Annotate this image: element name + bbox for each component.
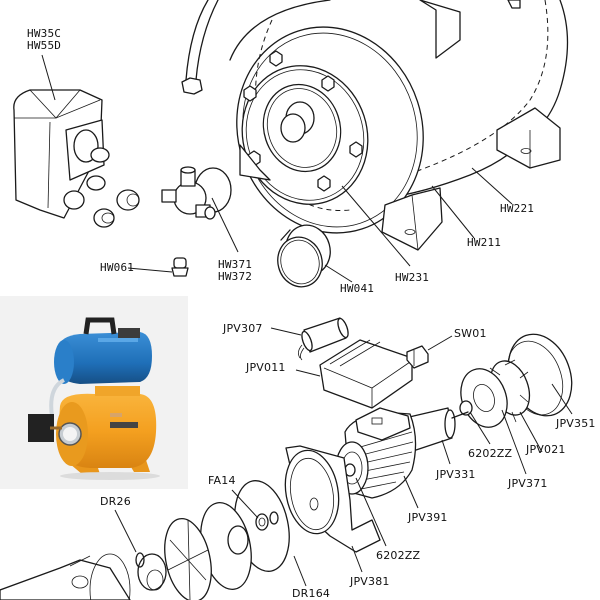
pressure-gauge (277, 224, 331, 288)
label-jpv021: JPV021 (526, 443, 566, 456)
label-dr164: DR164 (292, 587, 331, 600)
label-fa14: FA14 (208, 474, 236, 487)
mechanical-seal (255, 511, 279, 531)
fan-assembly (459, 333, 573, 428)
label-6202zz-front: 6202ZZ (376, 549, 421, 562)
product-photo (0, 296, 188, 489)
motor-bracket (284, 445, 381, 553)
pump-body (0, 553, 131, 600)
label-jpv351: JPV351 (556, 417, 596, 430)
label-dr26: DR26 (100, 495, 131, 508)
label-hw211: HW211 (467, 236, 502, 249)
pump-photo-illustration (0, 296, 188, 489)
label-hw371: HW371 (218, 258, 253, 271)
label-hw221: HW221 (500, 202, 535, 215)
label-jpv307: JPV307 (223, 322, 263, 335)
terminal-box-cover (319, 339, 413, 409)
label-hw372: HW372 (218, 270, 253, 283)
label-hw55d: HW55D (27, 39, 62, 52)
label-jpv381: JPV381 (350, 575, 390, 588)
label-jpv371: JPV371 (508, 477, 548, 490)
label-hw231: HW231 (395, 271, 430, 284)
power-switch (406, 345, 429, 369)
label-hw061: HW061 (100, 261, 135, 274)
leader-lines (41, 54, 573, 587)
label-6202zz-rear: 6202ZZ (468, 447, 513, 460)
label-jpv331: JPV331 (436, 468, 476, 481)
label-hw041: HW041 (340, 282, 375, 295)
five-way-connector (161, 166, 232, 220)
pressure-tank (181, 0, 569, 251)
motor (335, 407, 469, 499)
label-jpv011: JPV011 (246, 361, 286, 374)
label-jpv391: JPV391 (408, 511, 448, 524)
drain-plug (171, 257, 189, 277)
pressure-switch (13, 89, 140, 228)
label-hw35c: HW35C (27, 27, 62, 40)
o-ring-small (135, 552, 145, 568)
capacitor (298, 317, 349, 361)
impeller-diffuser (137, 502, 252, 600)
label-sw01: SW01 (454, 327, 487, 340)
